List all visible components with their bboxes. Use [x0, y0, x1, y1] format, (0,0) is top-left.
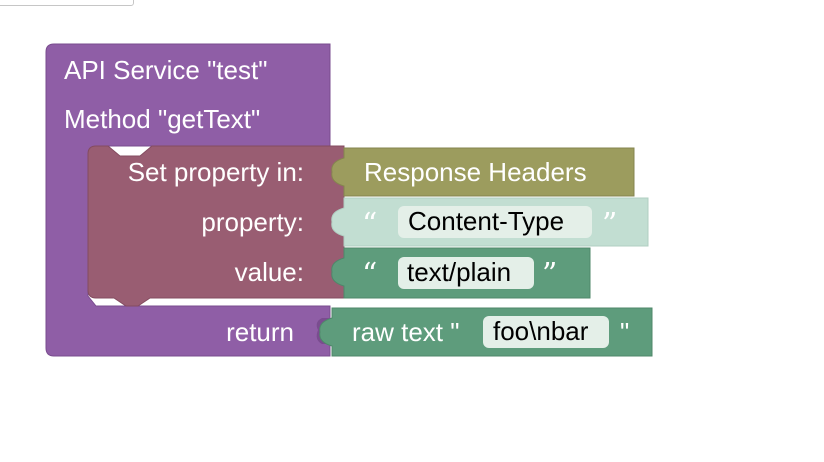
raw-text-label: raw text ": [352, 317, 459, 347]
raw-text-field[interactable]: foo\nbar: [493, 316, 589, 346]
raw-text-field-bg[interactable]: [483, 316, 609, 348]
response-headers-block-body: [331, 147, 635, 197]
text-plain-field[interactable]: text/plain: [407, 257, 511, 287]
content-type-field-bg[interactable]: [398, 206, 592, 238]
open-quote-icon: “: [362, 257, 377, 292]
return-label: return: [226, 317, 294, 347]
property-label: property:: [201, 207, 304, 237]
close-quote-icon: ”: [602, 207, 617, 242]
response-headers-block[interactable]: Response Headers: [331, 147, 635, 197]
raw-text-close-quote: ": [620, 317, 629, 347]
close-quote-icon: ”: [542, 257, 557, 292]
set-property-block[interactable]: Set property in: property: value:: [87, 145, 345, 307]
content-type-text-block[interactable]: “ Content-Type ”: [331, 197, 649, 247]
method-label: Method "getText": [64, 104, 260, 134]
api-service-block[interactable]: API Service "test" Method "getText" retu…: [45, 43, 331, 357]
workspace-corner-tab: [0, 0, 134, 6]
api-service-block-body: [45, 43, 331, 357]
response-headers-label: Response Headers: [364, 157, 587, 187]
api-service-label: API Service "test": [64, 55, 267, 85]
text-plain-field-bg[interactable]: [398, 257, 534, 289]
content-type-field[interactable]: Content-Type: [408, 206, 564, 236]
set-property-block-body: [87, 145, 345, 307]
open-quote-icon: “: [362, 207, 377, 242]
text-plain-text-block[interactable]: “ text/plain ”: [331, 247, 591, 299]
raw-text-block[interactable]: raw text " foo\nbar ": [319, 307, 653, 357]
value-label: value:: [235, 257, 304, 287]
set-property-label: Set property in:: [128, 157, 304, 187]
